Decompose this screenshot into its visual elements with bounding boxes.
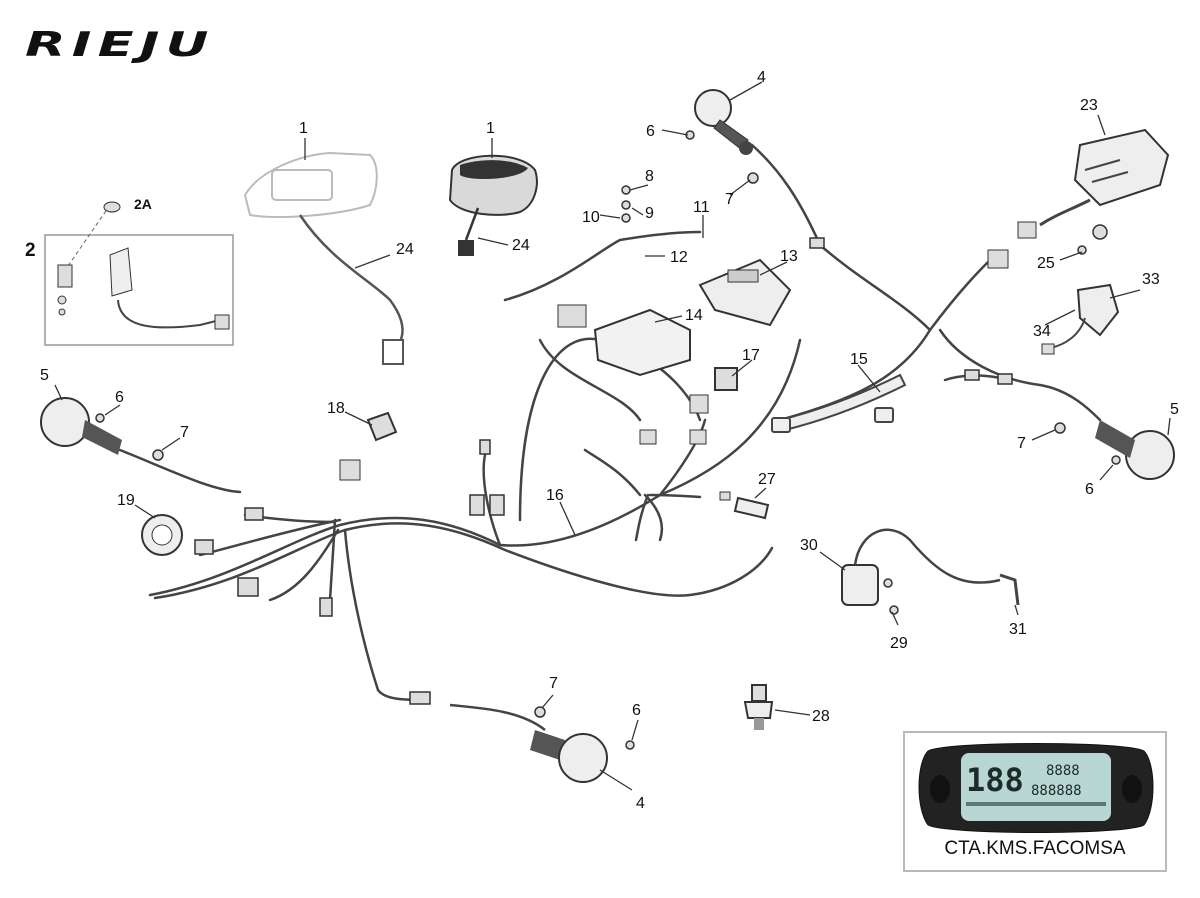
main-harness [118,143,1102,702]
part-4-indicator-bottom [449,703,608,783]
callout-30: 30 [800,537,818,554]
callout-29: 29 [890,635,908,652]
callout-19: 19 [117,492,135,509]
callout-23: 23 [1080,97,1098,114]
callout-7d: 7 [549,675,558,692]
part-33-component [1041,283,1120,355]
part-30-ignition-coil [841,528,1020,606]
lcd-small-bottom: 888888 [1031,783,1082,799]
callout-7b: 7 [180,424,189,441]
callout-9: 9 [645,205,654,222]
callout-24a: 24 [396,241,414,258]
lcd-big-digits: 188 [966,761,1024,799]
part-4-indicator-top [694,89,753,155]
inset-caption: CTA.KMS.FACOMSA [944,838,1126,859]
callout-24b: 24 [512,237,530,254]
callout-12: 12 [670,249,688,266]
lcd-small-top: 8888 [1046,763,1080,779]
part-14-module [557,304,691,377]
callout-25: 25 [1037,255,1055,272]
callout-1a: 1 [299,120,308,137]
callout-7a: 7 [725,191,734,208]
part-1-instrument-panel [448,154,538,256]
callout-8: 8 [645,168,654,185]
callout-6a: 6 [646,123,655,140]
callout-4a: 4 [757,69,766,86]
callout-1b: 1 [486,120,495,137]
leader-lines [54,81,1171,791]
callout-5a: 5 [40,367,49,384]
callout-6b: 6 [115,389,124,406]
callout-17: 17 [742,347,760,364]
callout-33: 33 [1142,271,1160,288]
callout-16: 16 [546,487,564,504]
callout-27: 27 [758,471,776,488]
small-hardware [95,130,1121,750]
callout-4b: 4 [636,795,645,812]
part-19-horn [141,514,183,556]
connector [987,249,1009,269]
part-2-ignition-switch [44,201,234,346]
callout-14: 14 [685,307,703,324]
part-5-indicator-right [1095,420,1175,480]
part-5-indicator-left [40,397,122,455]
callout-2: 2 [25,240,36,261]
part-28-sensor [743,684,774,730]
part-27-component [719,491,770,520]
callout-11: 11 [693,199,710,216]
harness-15 [771,373,907,433]
callout-2a: 2A [134,196,152,212]
part-13-module [698,258,792,327]
callout-5b: 5 [1170,401,1179,418]
callout-15: 15 [850,351,868,368]
part-23-headlight [1017,128,1170,239]
callout-6d: 6 [632,702,641,719]
callout-34: 34 [1033,323,1051,340]
callout-10: 10 [582,209,600,226]
callout-28: 28 [812,708,830,725]
dashboard-lcd-drawing: 188 8888 888888 [918,743,1154,833]
callout-18: 18 [327,400,345,417]
callout-13: 13 [780,248,798,265]
part-18-flasher [339,411,398,481]
inset-dashboard-photo: 188 8888 888888 CTA.KMS.FACOMSA [903,731,1167,872]
callout-31: 31 [1009,621,1027,638]
callout-6c: 6 [1085,481,1094,498]
part-1-instrument-panel-outline [243,151,404,365]
callout-7c: 7 [1017,435,1026,452]
harness-connectors [194,237,1013,705]
callout-labels: 1 1 2 2A 4 4 5 5 6 6 6 6 7 7 7 7 8 9 10 … [25,69,1179,812]
part-17-relay [639,367,738,445]
rieju-logo: RIEJU [25,25,215,65]
